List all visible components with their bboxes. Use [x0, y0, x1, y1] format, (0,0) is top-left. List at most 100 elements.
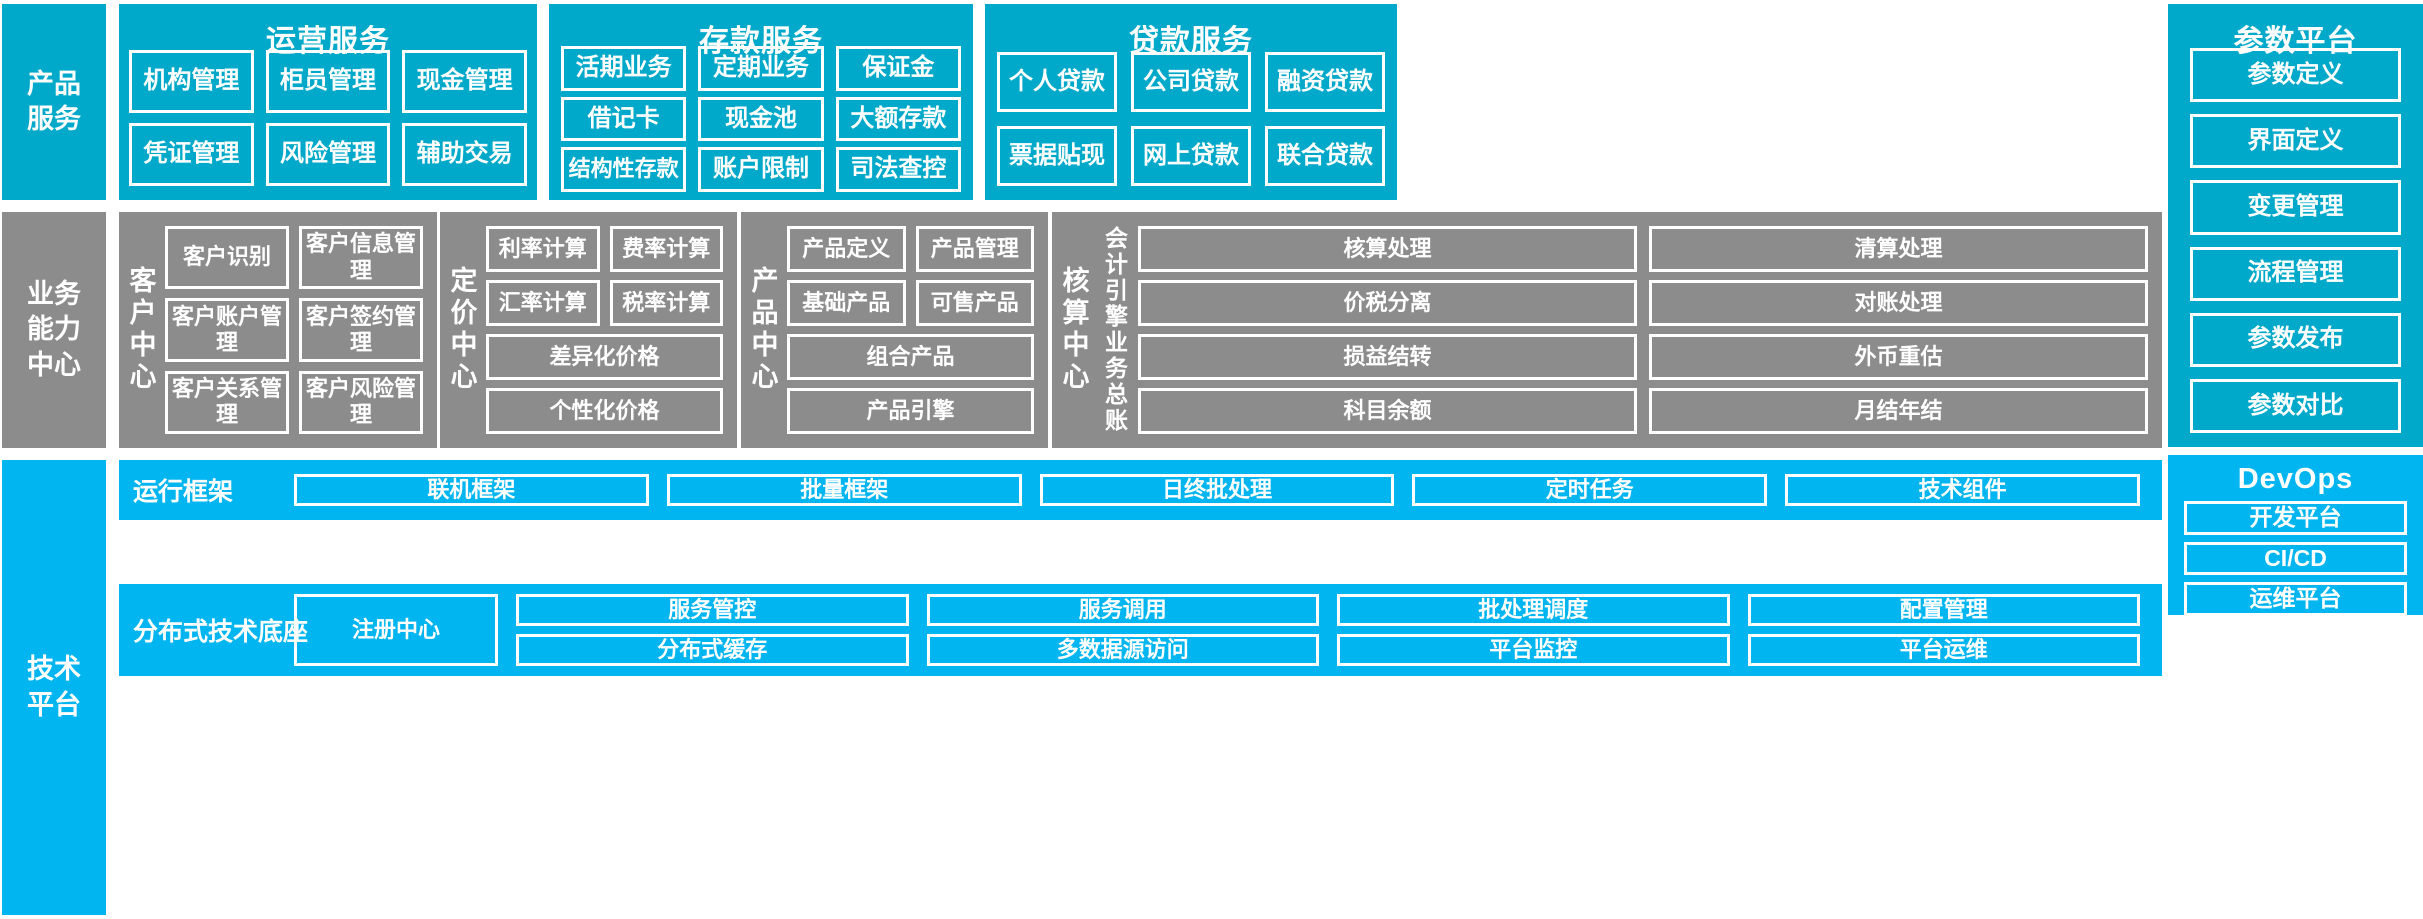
deposit-services-tiles: 活期业务 定期业务 保证金 借记卡 现金池 大额存款 结构性存款 账户限制 司法… [561, 46, 961, 192]
tile-operations-3[interactable]: 凭证管理 [129, 123, 254, 186]
run-framework-tiles: 联机框架 批量框架 日终批处理 定时任务 技术组件 [294, 473, 2140, 507]
tile-deposit-6[interactable]: 结构性存款 [561, 147, 687, 192]
tile-accounting-2[interactable]: 价税分离 [1138, 280, 1637, 326]
tile-devops-0[interactable]: 开发平台 [2184, 501, 2407, 535]
tile-registry-center[interactable]: 注册中心 [294, 593, 498, 667]
accounting-sub-labels: 会计引擎 业务总账 [1094, 212, 1134, 448]
group-title-devops: DevOps [2237, 463, 2354, 495]
tile-runframe-2[interactable]: 日终批处理 [1039, 473, 1395, 507]
tile-pricing-5[interactable]: 个性化价格 [486, 388, 723, 434]
center-label-pricing: 定价中心 [446, 266, 477, 394]
distributed-base-body: 注册中心 服务管控 服务调用 批处理调度 配置管理 分布式缓存 多数据源访问 平… [294, 593, 2140, 667]
tile-loan-1[interactable]: 公司贷款 [1131, 52, 1251, 112]
tile-pricing-3[interactable]: 税率计算 [609, 280, 723, 326]
tile-deposit-3[interactable]: 借记卡 [561, 96, 687, 142]
tile-pricing-0[interactable]: 利率计算 [486, 226, 600, 272]
tile-operations-2[interactable]: 现金管理 [402, 50, 527, 113]
tile-operations-1[interactable]: 柜员管理 [265, 50, 391, 113]
tile-runframe-4[interactable]: 技术组件 [1785, 473, 2140, 507]
tile-pricing-1[interactable]: 费率计算 [609, 226, 723, 272]
tile-param-5[interactable]: 参数对比 [2190, 378, 2401, 433]
tile-deposit-8[interactable]: 司法查控 [835, 147, 961, 192]
tile-customer-5[interactable]: 客户风险管理 [299, 370, 423, 434]
tile-product-0[interactable]: 产品定义 [787, 226, 906, 272]
tile-deposit-2[interactable]: 保证金 [835, 46, 961, 91]
accounting-sub-label-engine: 会计引擎 [1101, 226, 1128, 330]
tile-dist-6[interactable]: 平台监控 [1337, 634, 1730, 667]
tile-dist-4[interactable]: 分布式缓存 [516, 634, 909, 667]
tile-runframe-3[interactable]: 定时任务 [1412, 473, 1768, 507]
product-center-tiles: 产品定义 产品管理 基础产品 可售产品 组合产品 产品引擎 [787, 226, 1034, 434]
pricing-center-tiles: 利率计算 费率计算 汇率计算 税率计算 差异化价格 个性化价格 [486, 226, 723, 434]
tile-accounting-5[interactable]: 外币重估 [1649, 334, 2148, 380]
group-devops: DevOps 开发平台 CI/CD 运维平台 [2168, 455, 2423, 616]
loan-services-tiles: 个人贷款 公司贷款 融资贷款 票据贴现 网上贷款 联合贷款 [997, 52, 1385, 186]
tile-accounting-0[interactable]: 核算处理 [1138, 226, 1637, 272]
tile-dist-0[interactable]: 服务管控 [516, 593, 909, 626]
tile-customer-3[interactable]: 客户签约管理 [299, 298, 423, 362]
tile-param-4[interactable]: 参数发布 [2190, 312, 2401, 367]
tile-accounting-7[interactable]: 月结年结 [1649, 388, 2148, 434]
tile-product-1[interactable]: 产品管理 [915, 226, 1034, 272]
tile-runframe-1[interactable]: 批量框架 [666, 473, 1022, 507]
distributed-base-label: 分布式技术底座 [133, 618, 309, 646]
tile-dist-3[interactable]: 配置管理 [1747, 593, 2140, 626]
tile-param-3[interactable]: 流程管理 [2190, 246, 2401, 301]
tile-devops-2[interactable]: 运维平台 [2184, 582, 2407, 616]
tile-deposit-4[interactable]: 现金池 [698, 96, 824, 142]
tile-operations-5[interactable]: 辅助交易 [402, 123, 527, 186]
tile-deposit-7[interactable]: 账户限制 [698, 147, 824, 192]
tile-dist-5[interactable]: 多数据源访问 [926, 634, 1319, 667]
tile-dist-7[interactable]: 平台运维 [1747, 634, 2140, 667]
tile-product-4[interactable]: 组合产品 [787, 334, 1034, 380]
tile-product-2[interactable]: 基础产品 [787, 280, 906, 326]
tile-accounting-6[interactable]: 科目余额 [1138, 388, 1637, 434]
tile-product-3[interactable]: 可售产品 [915, 280, 1034, 326]
tile-loan-4[interactable]: 网上贷款 [1131, 126, 1251, 186]
tile-customer-2[interactable]: 客户账户管理 [165, 298, 289, 362]
tile-pricing-4[interactable]: 差异化价格 [486, 334, 723, 380]
tile-param-2[interactable]: 变更管理 [2190, 180, 2401, 235]
section-distributed-base: 分布式技术底座 注册中心 服务管控 服务调用 批处理调度 配置管理 分布式缓存 … [119, 584, 2162, 676]
tile-accounting-1[interactable]: 清算处理 [1649, 226, 2148, 272]
run-framework-label: 运行框架 [133, 478, 234, 506]
group-title-deposit-services: 存款服务 [699, 25, 823, 58]
center-product: 产品中心 产品定义 产品管理 基础产品 可售产品 组合产品 产品引擎 [741, 212, 1048, 448]
tile-customer-4[interactable]: 客户关系管理 [165, 370, 289, 434]
center-customer: 客户中心 客户识别 客户信息管理 客户账户管理 客户签约管理 客户关系管理 客户… [119, 212, 437, 448]
tile-product-5[interactable]: 产品引擎 [787, 388, 1034, 434]
center-pricing: 定价中心 利率计算 费率计算 汇率计算 税率计算 差异化价格 个性化价格 [440, 212, 737, 448]
tile-runframe-0[interactable]: 联机框架 [294, 473, 649, 507]
tile-customer-0[interactable]: 客户识别 [165, 226, 289, 290]
group-loan-services: 贷款服务 个人贷款 公司贷款 融资贷款 票据贴现 网上贷款 联合贷款 [985, 4, 1397, 200]
tile-deposit-5[interactable]: 大额存款 [835, 96, 961, 142]
tile-param-1[interactable]: 界面定义 [2190, 114, 2401, 169]
tile-operations-0[interactable]: 机构管理 [129, 50, 254, 113]
tile-dist-1[interactable]: 服务调用 [926, 593, 1319, 626]
customer-center-tiles: 客户识别 客户信息管理 客户账户管理 客户签约管理 客户关系管理 客户风险管理 [165, 226, 423, 434]
tile-dist-2[interactable]: 批处理调度 [1337, 593, 1730, 626]
tile-loan-2[interactable]: 融资贷款 [1265, 52, 1385, 112]
tile-deposit-1[interactable]: 定期业务 [698, 46, 824, 91]
accounting-center-tiles: 核算处理 清算处理 价税分离 对账处理 损益结转 外币重估 科目余额 月结年结 [1138, 226, 2148, 434]
devops-tiles: 开发平台 CI/CD 运维平台 [2184, 501, 2407, 616]
tile-pricing-2[interactable]: 汇率计算 [486, 280, 600, 326]
accounting-sub-label-ledger: 业务总账 [1101, 330, 1128, 434]
tile-accounting-4[interactable]: 损益结转 [1138, 334, 1637, 380]
tile-deposit-0[interactable]: 活期业务 [561, 46, 687, 91]
tile-param-0[interactable]: 参数定义 [2190, 48, 2401, 103]
center-label-product: 产品中心 [747, 266, 778, 394]
group-parameter-platform: 参数平台 参数定义 界面定义 变更管理 流程管理 参数发布 参数对比 [2168, 4, 2423, 447]
tile-accounting-3[interactable]: 对账处理 [1649, 280, 2148, 326]
center-label-accounting: 核算中心 [1058, 266, 1089, 394]
tile-customer-1[interactable]: 客户信息管理 [299, 226, 423, 290]
tile-loan-5[interactable]: 联合贷款 [1265, 126, 1385, 186]
group-operations-services: 运营服务 机构管理 柜员管理 现金管理 凭证管理 风险管理 辅助交易 [119, 4, 537, 200]
center-accounting: 核算中心 会计引擎 业务总账 核算处理 清算处理 价税分离 对账处理 损益结转 … [1052, 212, 2162, 448]
tile-devops-1[interactable]: CI/CD [2184, 541, 2407, 576]
tile-loan-0[interactable]: 个人贷款 [997, 52, 1117, 112]
tile-operations-4[interactable]: 风险管理 [265, 123, 391, 186]
tile-loan-3[interactable]: 票据贴现 [997, 126, 1117, 186]
parameter-platform-tiles: 参数定义 界面定义 变更管理 流程管理 参数发布 参数对比 [2190, 48, 2401, 433]
